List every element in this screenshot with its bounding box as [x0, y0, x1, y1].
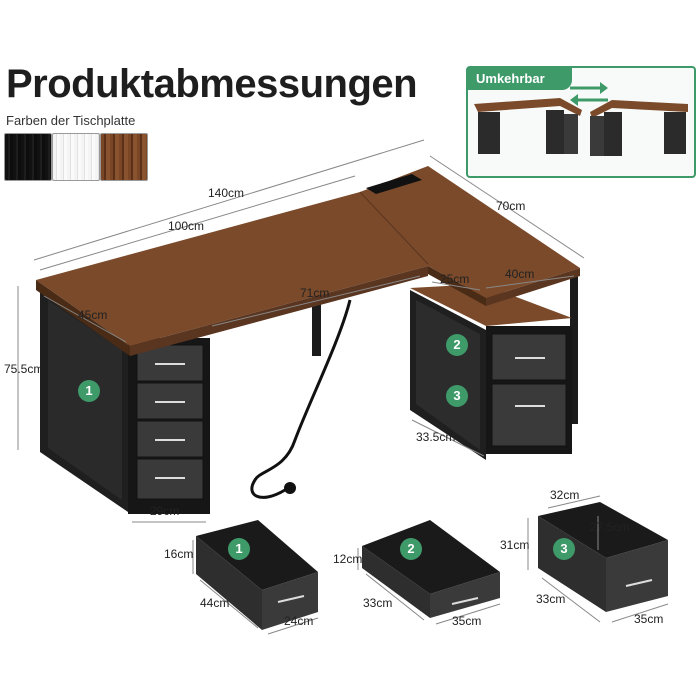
drawer-3-width: 35cm: [634, 612, 664, 626]
drawer-1-marker: 1: [228, 538, 250, 560]
drawer-3-inner-height: 27.5cm: [590, 520, 630, 534]
dim-left-unit-width: 29cm: [150, 504, 180, 518]
dim-shelf-width: 40cm: [505, 267, 535, 281]
drawer-1-depth: 44cm: [200, 596, 230, 610]
drawer-1-width: 24cm: [284, 614, 314, 628]
marker-drawer-2: 2: [446, 334, 468, 356]
dim-height: 75.5cm: [4, 362, 44, 376]
reversible-label: Umkehrbar: [468, 68, 572, 90]
drawer-3-top-width: 32cm: [550, 488, 580, 502]
dim-inner-length: 71cm: [300, 286, 330, 300]
dim-right-unit-width: 33.5cm: [416, 430, 456, 444]
dim-total-length: 140cm: [208, 186, 245, 200]
drawer-2-depth: 33cm: [363, 596, 393, 610]
marker-drawer-3: 3: [446, 385, 468, 407]
drawer-2-width: 35cm: [452, 614, 482, 628]
drawer-3-height: 31cm: [500, 538, 530, 552]
swatch-rustic-brown[interactable]: [100, 133, 148, 181]
swatch-white[interactable]: [52, 133, 100, 181]
dim-side-depth: 70cm: [496, 199, 526, 213]
dim-depth: 45cm: [78, 308, 108, 322]
drawer-2-marker: 2: [400, 538, 422, 560]
drawer-3-marker: 3: [553, 538, 575, 560]
dim-shelf-gap: 25cm: [440, 272, 470, 286]
page-title: Produktabmessungen: [6, 62, 418, 106]
dim-main-length: 100cm: [168, 219, 205, 233]
drawer-3-depth: 33cm: [536, 592, 566, 606]
swatch-black[interactable]: [4, 133, 52, 181]
drawer-1-height: 16cm: [164, 547, 194, 561]
drawer-2-height: 12cm: [333, 552, 363, 566]
marker-drawer-1: 1: [78, 380, 100, 402]
colors-subtitle: Farben der Tischplatte: [6, 113, 136, 128]
